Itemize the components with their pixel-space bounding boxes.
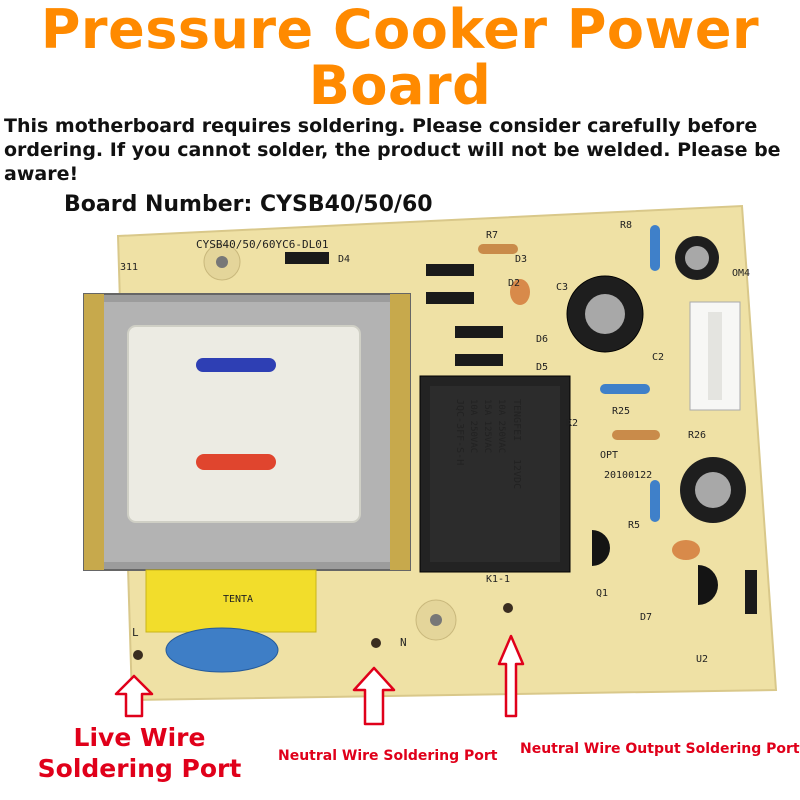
svg-text:TENTA: TENTA [223,594,253,605]
svg-text:15A 125VAC: 15A 125VAC [482,399,492,453]
neutral-output-pad [503,603,513,613]
svg-text:R25: R25 [612,406,630,417]
page-title: Pressure Cooker Power Board [40,0,760,117]
y-capacitor [165,627,279,673]
svg-text:D3: D3 [515,254,527,265]
transistors [592,530,718,605]
svg-text:JQC-3FF-S-H: JQC-3FF-S-H [454,399,465,465]
mounting-holes [203,243,457,641]
svg-text:K2: K2 [566,418,578,429]
electrolytic-capacitors [566,236,746,523]
neutral-wire-pad [371,638,381,648]
svg-text:D6: D6 [536,334,548,345]
svg-text:311: 311 [120,262,138,273]
live-wire-label: Live Wire Soldering Port [37,723,242,783]
transformer [83,293,411,571]
svg-text:TENGFEI: TENGFEI [511,399,522,441]
svg-text:R5: R5 [628,520,640,531]
x-capacitor: TENTA [145,569,317,633]
arrow-up-icon [114,674,154,718]
arrow-up-icon [497,634,525,718]
svg-text:D4: D4 [338,254,350,265]
neutral-wire-label: Neutral Wire Soldering Port [278,748,498,764]
svg-text:N: N [400,636,407,649]
svg-text:10A 250VAC: 10A 250VAC [468,399,478,453]
svg-text:R8: R8 [620,220,632,231]
resistors [478,225,660,522]
svg-text:C2: C2 [652,352,664,363]
svg-text:L: L [132,626,139,639]
ceramic-capacitor [510,279,530,305]
pcb-silkscreen: CYSB40/50/60YC6-DL01 R7 D4 D3 D2 C3 R8 O… [120,220,750,665]
svg-text:20100122: 20100122 [604,470,652,481]
svg-text:R26: R26 [688,430,706,441]
relay: TENGFEI 12VDC 10A 250VAC 15A 125VAC 10A … [419,375,571,573]
svg-text:U2: U2 [696,654,708,665]
svg-text:OM4: OM4 [732,268,750,279]
svg-text:C3: C3 [556,282,568,293]
soldering-notice: This motherboard requires soldering. Ple… [4,115,781,185]
svg-text:D7: D7 [640,612,652,623]
svg-text:R7: R7 [486,230,498,241]
live-wire-pad [133,650,143,660]
svg-text:D5: D5 [536,362,548,373]
connector [689,301,741,411]
ceramic-capacitor [672,540,700,560]
svg-text:D2: D2 [508,278,520,289]
svg-text:K1-1: K1-1 [486,574,510,585]
diodes [285,252,757,614]
pcb-model: CYSB40/50/60YC6-DL01 [196,238,328,251]
svg-text:10A 250VAC: 10A 250VAC [496,399,506,453]
neutral-output-label: Neutral Wire Output Soldering Port [520,741,800,757]
svg-text:OPT: OPT [600,450,618,461]
svg-text:Q1: Q1 [596,588,608,599]
svg-text:12VDC: 12VDC [511,459,522,489]
arrow-up-icon [352,666,396,726]
board-number: Board Number: CYSB40/50/60 [64,192,433,217]
